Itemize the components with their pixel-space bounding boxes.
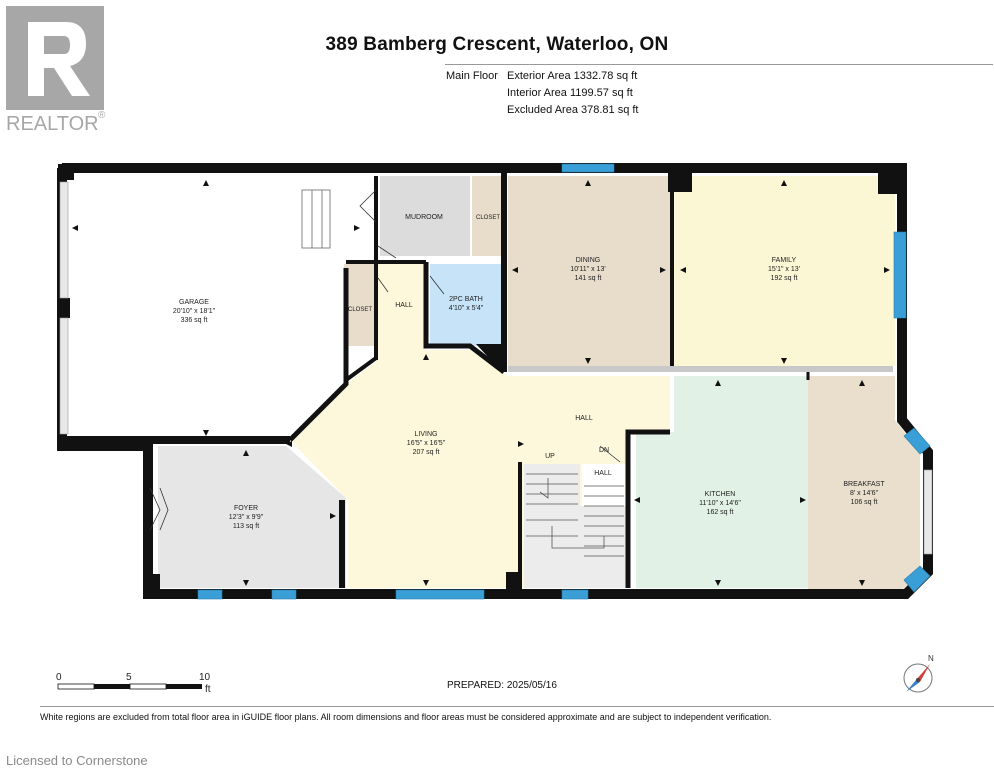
bath-label: 2PC BATH	[449, 296, 483, 303]
floor-label: Main Floor	[446, 70, 498, 82]
kitchen-label: KITCHEN	[705, 491, 736, 498]
dining-dims: 10'11" x 13'	[570, 266, 605, 273]
dining-label: DINING	[576, 257, 601, 264]
interior-area: Interior Area 1199.57 sq ft	[507, 87, 633, 99]
exterior-area: Exterior Area 1332.78 sq ft	[507, 70, 638, 82]
logo-text: REALTOR	[6, 113, 99, 132]
closet-left-area	[344, 264, 376, 346]
compass-north-label: N	[928, 654, 934, 663]
bath-dims: 4'10" x 5'4"	[449, 305, 484, 312]
family-dims: 15'1" x 13'	[768, 266, 800, 273]
closet-top-area	[472, 176, 502, 256]
stair-up-label: UP	[545, 453, 555, 460]
scale-unit: ft	[205, 684, 211, 695]
breakfast-dims: 8' x 14'6"	[850, 490, 879, 497]
stair-treads	[526, 473, 624, 557]
foyer-label: FOYER	[234, 505, 258, 512]
compass-icon: N	[903, 654, 934, 693]
logo-registered-mark: ®	[98, 110, 106, 121]
living-dims: 16'5" x 16'5"	[407, 440, 446, 447]
garage-steps	[301, 189, 331, 249]
license-text: Licensed to Cornerstone	[6, 753, 148, 768]
exterior-walls	[57, 163, 933, 599]
foyer-area: 113 sq ft	[233, 523, 259, 530]
kitchen-area: 162 sq ft	[707, 509, 734, 516]
breakfast-area: 106 sq ft	[851, 499, 878, 506]
scale-tick-5: 5	[126, 672, 132, 683]
dining-area: 141 sq ft	[575, 275, 602, 282]
kitchen-area	[636, 376, 808, 588]
bath-area	[430, 264, 502, 346]
windows	[197, 163, 931, 600]
realtor-logo: REALTOR ®	[6, 6, 106, 135]
scale-tick-0: 0	[56, 672, 62, 683]
stair-landing	[582, 464, 626, 506]
mudroom-area	[380, 176, 470, 256]
family-room-area	[674, 176, 895, 366]
closet-top-label: CLOSET	[476, 215, 500, 221]
stair-down-label: DN	[599, 447, 609, 454]
excluded-area: Excluded Area 378.81 sq ft	[507, 104, 639, 116]
garage-dims: 20'10" x 18'1"	[173, 308, 216, 315]
breakfast-area	[808, 376, 920, 592]
breakfast-label: BREAKFAST	[843, 481, 885, 488]
closet-left-label: CLOSET	[348, 307, 372, 313]
garage-label: GARAGE	[179, 299, 209, 306]
hall-mid-label: HALL	[575, 415, 593, 422]
wall-pillars	[58, 164, 902, 598]
stair-hall-label: HALL	[594, 470, 612, 477]
dimension-markers	[72, 180, 890, 586]
living-label: LIVING	[415, 431, 438, 438]
scale-bar: 0 5 10 ft	[56, 672, 211, 695]
title-divider	[445, 64, 993, 65]
side-windows	[59, 181, 933, 555]
prepared-date: PREPARED: 2025/05/16	[447, 680, 557, 691]
living-area: 207 sq ft	[413, 449, 440, 456]
disclaimer-divider	[40, 706, 994, 707]
family-area: 192 sq ft	[771, 275, 798, 282]
kitchen-dims: 11'10" x 14'6"	[699, 500, 741, 507]
garage-area: 336 sq ft	[181, 317, 208, 324]
family-label: FAMILY	[772, 257, 797, 264]
stair-area	[524, 464, 626, 588]
foyer-area	[158, 446, 346, 588]
dining-room-area	[508, 176, 670, 366]
foyer-dims: 12'3" x 9'9"	[229, 514, 264, 521]
scale-tick-10: 10	[199, 672, 211, 683]
mudroom-label: MUDROOM	[405, 214, 443, 221]
disclaimer-text: White regions are excluded from total fl…	[40, 712, 772, 722]
page-title: 389 Bamberg Crescent, Waterloo, ON	[325, 34, 669, 55]
realtor-r-mark-icon: REALTOR ®	[6, 6, 106, 135]
hall-top-label: HALL	[395, 302, 413, 309]
door-swings	[149, 189, 621, 531]
